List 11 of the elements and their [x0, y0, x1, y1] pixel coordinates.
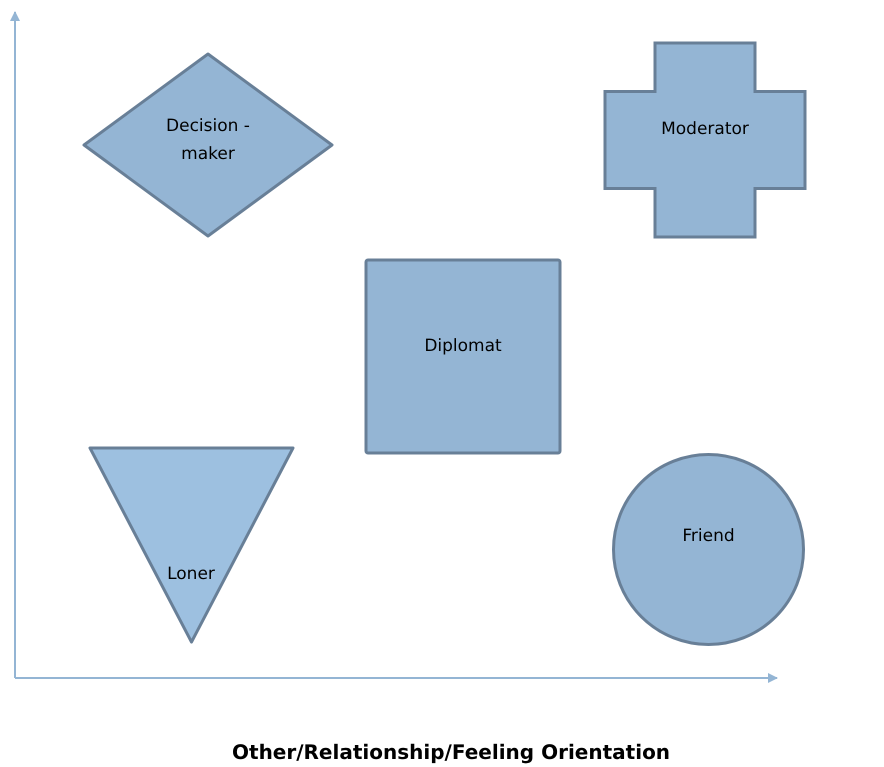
node-label: Moderator — [660, 118, 750, 141]
axis-title: Other/Relationship/Feeling Orientation — [232, 740, 670, 764]
decision-diamond — [84, 54, 332, 236]
triangle-shape — [90, 448, 293, 642]
node-label: Diplomat — [423, 335, 503, 358]
node-label: Friend — [681, 525, 736, 548]
square-box — [366, 260, 560, 453]
node-label: Loner — [166, 563, 216, 586]
circle-shape — [612, 453, 805, 646]
cross-shape — [605, 43, 805, 237]
node-label: Decision -maker — [165, 115, 251, 166]
